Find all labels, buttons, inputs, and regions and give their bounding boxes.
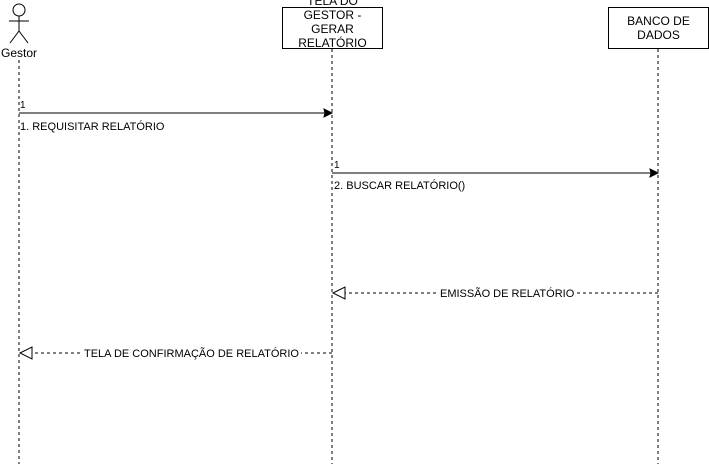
message-1-arrowhead bbox=[323, 108, 334, 118]
message-3-arrowhead bbox=[331, 286, 346, 300]
message-2-label: 2. BUSCAR RELATÓRIO() bbox=[334, 180, 466, 192]
participant-tela-gestor-label: TELA DO GESTOR - GERAR RELATÓRIO bbox=[298, 0, 367, 50]
message-2-seq: 1 bbox=[334, 160, 340, 171]
message-1-seq: 1 bbox=[20, 100, 26, 111]
participant-tela-gestor: TELA DO GESTOR - GERAR RELATÓRIO bbox=[282, 0, 383, 50]
actor-figure-icon bbox=[9, 3, 29, 44]
message-4-arrowhead bbox=[18, 346, 33, 360]
message-3-label: EMISSÃO DE RELATÓRIO bbox=[438, 288, 577, 300]
message-1-label: 1. REQUISITAR RELATÓRIO bbox=[20, 121, 165, 133]
participant-banco-dados-label: BANCO DE DADOS bbox=[627, 14, 690, 42]
message-2-arrowhead bbox=[649, 168, 660, 178]
message-4-label: TELA DE CONFIRMAÇÃO DE RELATÓRIO bbox=[82, 348, 301, 360]
actor-label: Gestor bbox=[0, 46, 37, 60]
participant-banco-dados: BANCO DE DADOS bbox=[608, 7, 709, 49]
